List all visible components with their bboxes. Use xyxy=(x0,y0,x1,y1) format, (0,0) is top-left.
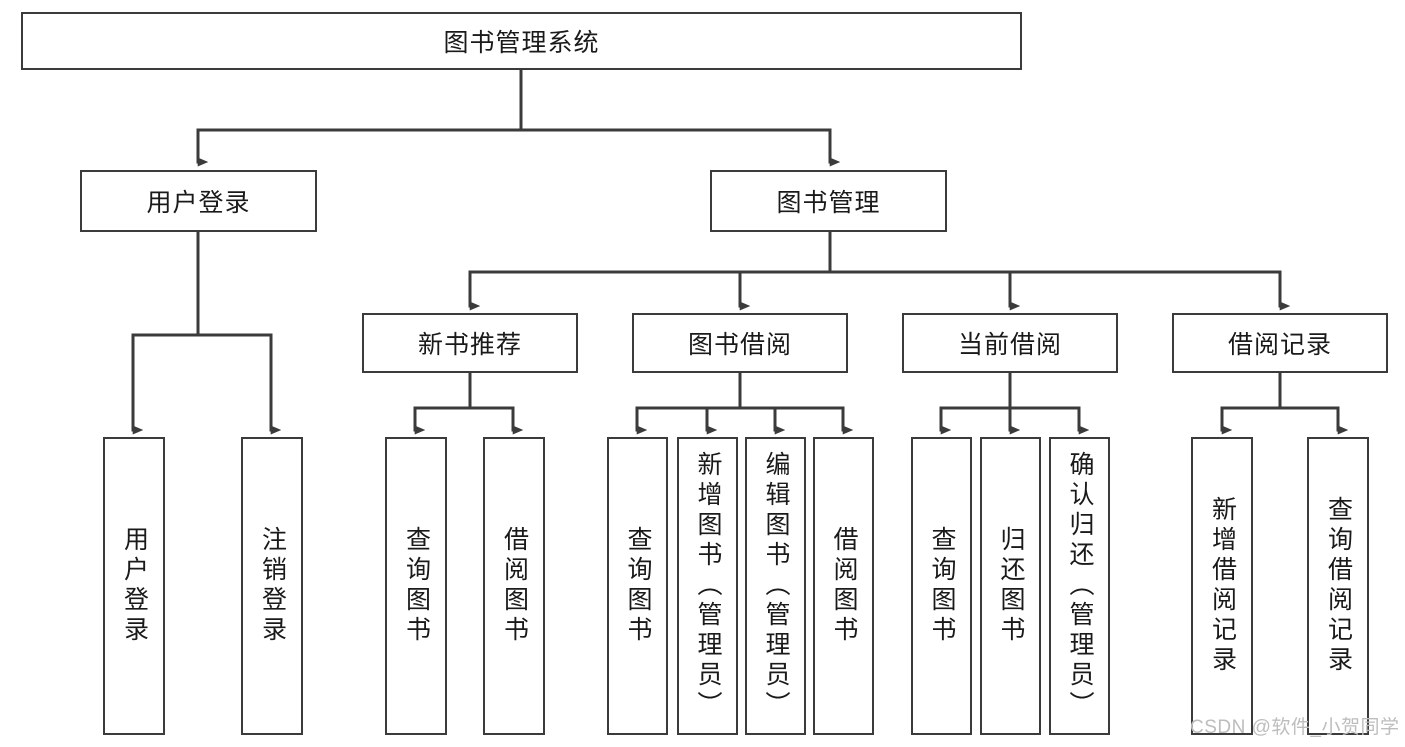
leaf-user-login[interactable]: 用户登录 xyxy=(103,437,165,735)
node-label: 借阅记录 xyxy=(1227,331,1332,359)
node-label: 新增借阅记录 xyxy=(1208,496,1237,676)
node-current-borrow[interactable]: 当前借阅 xyxy=(902,313,1118,373)
leaf-borrow-edit-book-admin[interactable]: 编辑图书（管理员） xyxy=(745,437,806,735)
node-label: 当前借阅 xyxy=(957,331,1062,359)
leaf-borrow-query-book[interactable]: 查询图书 xyxy=(607,437,668,735)
leaf-borrow-borrow-book[interactable]: 借阅图书 xyxy=(813,437,874,735)
node-label: 借阅图书 xyxy=(830,526,858,646)
node-label: 图书管理系统 xyxy=(443,29,600,57)
leaf-current-return-book[interactable]: 归还图书 xyxy=(980,437,1041,735)
leaf-recommend-borrow-book[interactable]: 借阅图书 xyxy=(483,437,545,735)
node-label: 新书推荐 xyxy=(417,331,522,359)
leaf-record-add-borrow-record[interactable]: 新增借阅记录 xyxy=(1191,437,1253,735)
node-label: 用户登录 xyxy=(120,526,149,646)
node-user-login[interactable]: 用户登录 xyxy=(80,170,317,232)
node-label: 用户登录 xyxy=(146,189,251,217)
node-label: 新增图书（管理员） xyxy=(694,451,722,721)
csdn-watermark: CSDN @软件_小贺同学 xyxy=(1190,717,1400,738)
node-book-borrow[interactable]: 图书借阅 xyxy=(632,313,848,373)
node-label: 查询图书 xyxy=(928,526,956,646)
node-label: 查询图书 xyxy=(624,526,652,646)
node-root-book-management-system[interactable]: 图书管理系统 xyxy=(21,12,1022,70)
leaf-record-query-borrow-record[interactable]: 查询借阅记录 xyxy=(1307,437,1369,735)
node-label: 注销登录 xyxy=(258,526,287,646)
node-label: 编辑图书（管理员） xyxy=(762,451,790,721)
leaf-logout[interactable]: 注销登录 xyxy=(241,437,303,735)
node-label: 图书管理 xyxy=(776,189,881,217)
node-book-management[interactable]: 图书管理 xyxy=(710,170,947,232)
leaf-borrow-add-book-admin[interactable]: 新增图书（管理员） xyxy=(677,437,738,735)
leaf-current-query-book[interactable]: 查询图书 xyxy=(911,437,972,735)
leaf-recommend-query-book[interactable]: 查询图书 xyxy=(385,437,447,735)
node-label: 查询借阅记录 xyxy=(1324,496,1353,676)
node-label: 借阅图书 xyxy=(500,526,529,646)
node-label: 查询图书 xyxy=(402,526,431,646)
node-label: 归还图书 xyxy=(997,526,1025,646)
node-label: 确认归还（管理员） xyxy=(1066,451,1094,721)
node-label: 图书借阅 xyxy=(687,331,792,359)
node-new-book-recommend[interactable]: 新书推荐 xyxy=(362,313,578,373)
leaf-current-confirm-return-admin[interactable]: 确认归还（管理员） xyxy=(1049,437,1110,735)
node-borrow-record[interactable]: 借阅记录 xyxy=(1172,313,1388,373)
